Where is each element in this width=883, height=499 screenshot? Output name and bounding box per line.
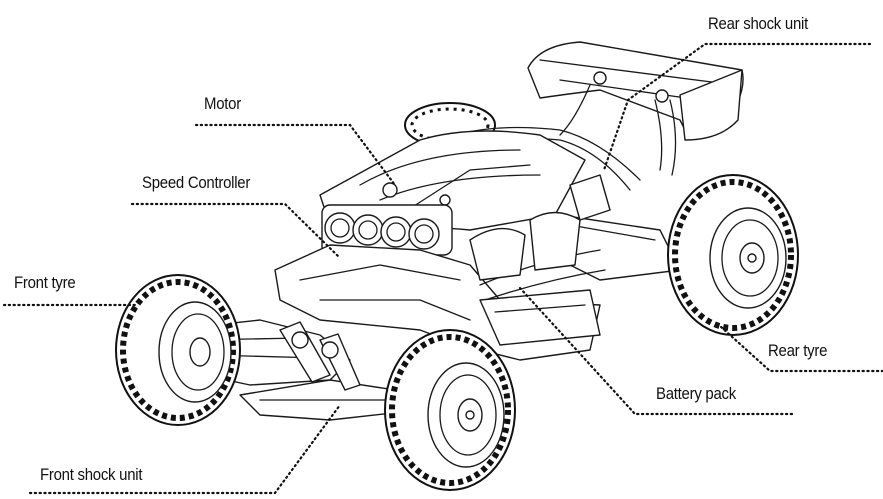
buggy-body xyxy=(169,126,681,421)
leader-rear-shock xyxy=(602,42,872,172)
label-battery-pack: Battery pack xyxy=(656,384,736,403)
leader-front-shock xyxy=(28,403,342,495)
label-speed-controller: Speed Controller xyxy=(142,173,251,192)
front-left-tyre xyxy=(115,274,241,426)
leader-battery-pack xyxy=(518,286,794,416)
leader-rear-tyre xyxy=(718,324,883,373)
label-rear-shock-unit: Rear shock unit xyxy=(708,14,808,33)
label-motor: Motor xyxy=(204,94,241,113)
front-right-tyre xyxy=(384,329,516,491)
leader-motor xyxy=(194,123,397,187)
label-rear-tyre: Rear tyre xyxy=(768,341,828,360)
rear-wing xyxy=(527,41,744,176)
rear-right-tyre xyxy=(667,174,799,336)
label-front-tyre: Front tyre xyxy=(14,273,76,292)
label-front-shock-unit: Front shock unit xyxy=(40,465,143,484)
leader-speed-controller xyxy=(130,202,342,260)
leader-lines xyxy=(2,42,883,495)
